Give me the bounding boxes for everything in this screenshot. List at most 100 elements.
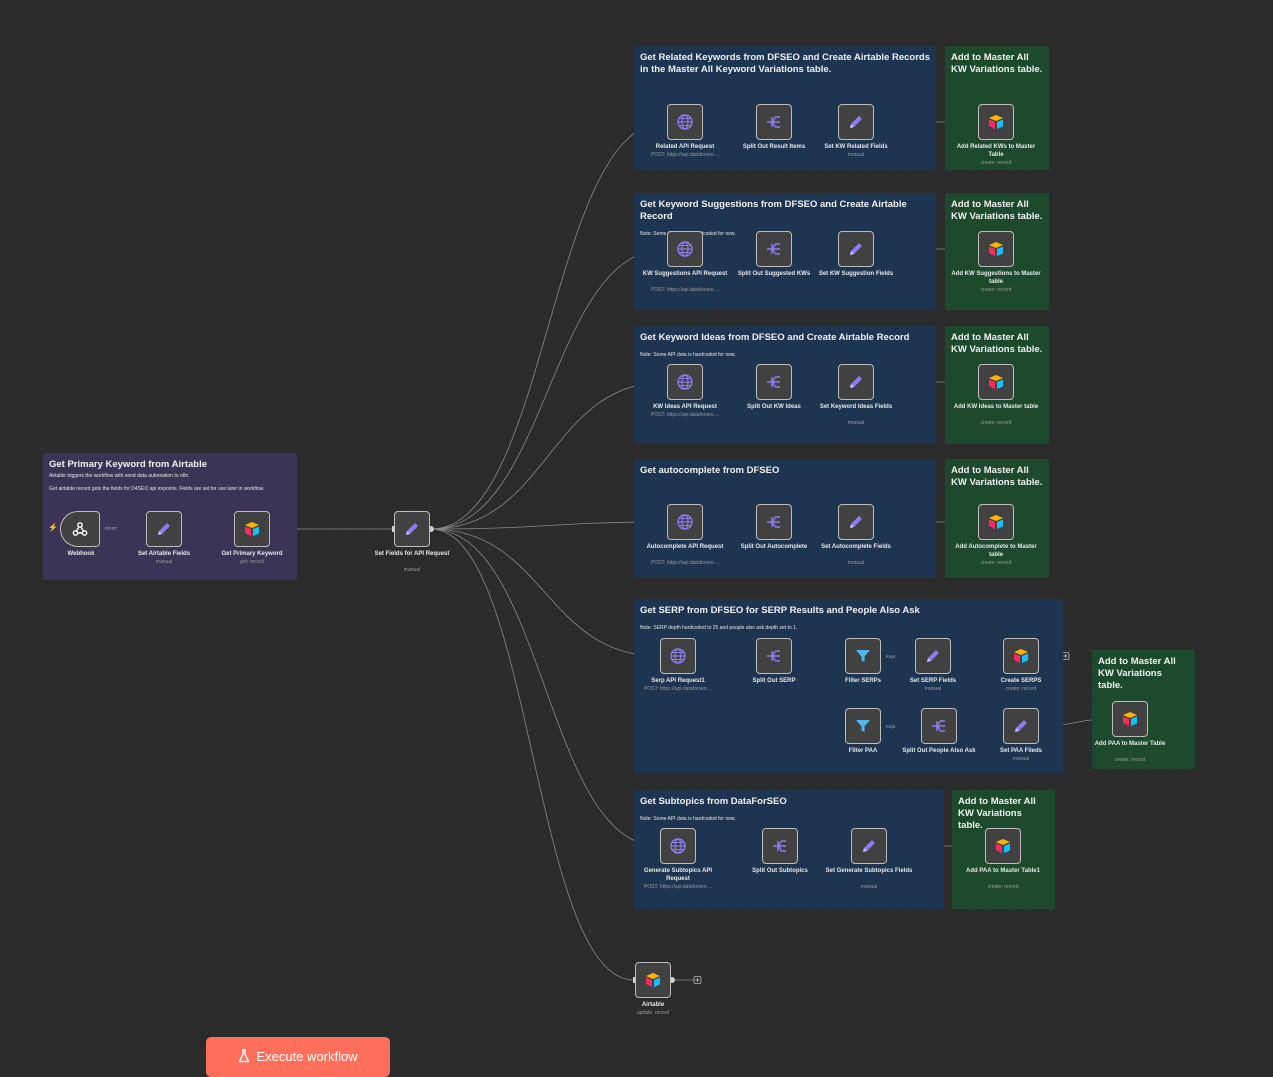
node-set-fields-api[interactable] [394,511,430,547]
note-title: Get Keyword Ideas from DFSEO and Create … [640,332,910,343]
node-set-airtable-fields[interactable] [146,511,182,547]
node-label: Get Primary Keyword [221,551,283,557]
note-text: Get airtable record gets the fields for … [49,485,265,492]
airtable-icon [987,240,1005,258]
node-set-autocomplete[interactable] [838,504,874,540]
node-label: Set Fields for API Request [374,551,450,557]
node-serp-api[interactable] [660,638,696,674]
filter-icon [854,647,872,665]
node-get-primary-keyword[interactable] [234,511,270,547]
node-related-api[interactable] [667,104,703,140]
node-add-suggestions[interactable] [978,231,1014,267]
node-subtitle: create: record [987,884,1019,890]
node-label: Split Out Result Items [742,144,806,150]
node-kw-ideas-api[interactable] [667,364,703,400]
connection-wire [430,528,635,981]
node-label: Airtable [641,1002,665,1008]
split-icon [765,373,783,391]
node-label: KW Suggestions API Request [642,271,728,277]
split-icon [930,717,948,735]
node-split-ideas[interactable] [756,364,792,400]
note-title: Get Subtopics from DataForSEO [640,796,787,807]
plus-icon [1063,654,1068,658]
node-add-related[interactable] [978,104,1014,140]
note-text: Note: SERP depth hardcoded to 25 and peo… [640,625,798,631]
node-add-autocomplete[interactable] [978,504,1014,540]
edge-label-post: POST [105,526,118,531]
node-label: Add Related KWs to Master Table [956,144,1036,158]
node-webhook[interactable] [60,511,100,547]
node-label: Split Out Suggested KWs [737,271,811,277]
node-subtitle: create: record [980,560,1012,566]
node-set-paa[interactable] [1003,708,1039,744]
node-subtitle: manual [1012,756,1030,762]
node-autocomplete-api[interactable] [667,504,703,540]
trigger-bolt-icon: ⚡ [48,523,58,532]
note-text: Airtable triggers the workflow with send… [49,473,190,479]
node-subtitle: create: record [980,420,1012,426]
node-set-subtopics[interactable] [851,828,887,864]
flask-icon [239,1049,250,1063]
airtable-icon [987,513,1005,531]
node-filter-serps[interactable] [845,638,881,674]
node-set-kw-suggestion[interactable] [838,231,874,267]
airtable-icon [987,373,1005,391]
node-split-autocomplete[interactable] [756,504,792,540]
node-split-related[interactable] [756,104,792,140]
execute-workflow-label: Execute workflow [256,1049,358,1064]
node-kw-suggestions-api[interactable] [667,231,703,267]
node-label: Set Generate Subtopics Fields [825,868,913,874]
node-add-ideas[interactable] [978,364,1014,400]
note-text: Note: Some API data is hardcoded for now… [640,352,736,358]
execute-workflow-button[interactable]: Execute workflow [206,1037,390,1077]
node-label: Set Autocomplete Fields [821,544,891,550]
filter-icon [854,717,872,735]
node-label: Autocomplete API Request [646,544,724,550]
note-title: Add to Master All KW Variations table. [951,332,1043,355]
airtable-icon [1012,647,1030,665]
globe-icon [676,240,694,258]
node-add-paa[interactable] [1112,701,1148,737]
note-add-master: Add to Master All KW Variations table. [945,46,1049,170]
node-label: Split Out SERP [752,678,796,684]
node-split-suggested[interactable] [756,231,792,267]
node-label: Add Autocomplete to Master table [955,544,1037,558]
split-icon [765,513,783,531]
node-label: Generate Subtopics API Request [643,868,713,882]
split-icon [765,113,783,131]
node-label: Create SERPS [1000,678,1042,684]
airtable-icon [994,837,1012,855]
node-airtable-update[interactable] [635,962,671,998]
node-subtopics-api[interactable] [660,828,696,864]
node-subtitle: POST: https://api.dataforseo.... [650,152,720,158]
pencil-icon [847,113,865,131]
note-text: Note: Some API data is hardcoded for now… [640,816,736,822]
node-filter-paa[interactable] [845,708,881,744]
node-split-paa[interactable] [921,708,957,744]
node-add-paa1[interactable] [985,828,1021,864]
node-create-serps[interactable] [1003,638,1039,674]
connection-wire [430,381,667,530]
plus-icon [695,978,700,982]
node-label: Split Out Autocomplete [740,544,808,550]
node-set-ideas[interactable] [838,364,874,400]
node-label: Split Out People Also Ask [902,748,976,754]
node-subtitle: manual [924,686,942,692]
node-label: Set Airtable Fields [137,551,191,557]
pencil-icon [847,373,865,391]
pencil-icon [860,837,878,855]
globe-icon [676,513,694,531]
node-subtitle: manual [860,884,878,890]
node-subtitle: POST: https://api.dataforseo.... [650,560,720,566]
edge-label-kept: Kept [886,654,896,659]
add-node-button [693,976,702,984]
node-set-serp[interactable] [915,638,951,674]
node-subtitle: POST: https://api.dataforseo.... [650,287,720,293]
node-split-serp[interactable] [756,638,792,674]
pencil-icon [155,520,173,538]
node-subtitle: create: record [980,287,1012,293]
node-set-kw-related[interactable] [838,104,874,140]
note-title: Get Keyword Suggestions from DFSEO and C… [640,199,907,222]
pencil-icon [403,520,421,538]
node-split-subtopics[interactable] [762,828,798,864]
